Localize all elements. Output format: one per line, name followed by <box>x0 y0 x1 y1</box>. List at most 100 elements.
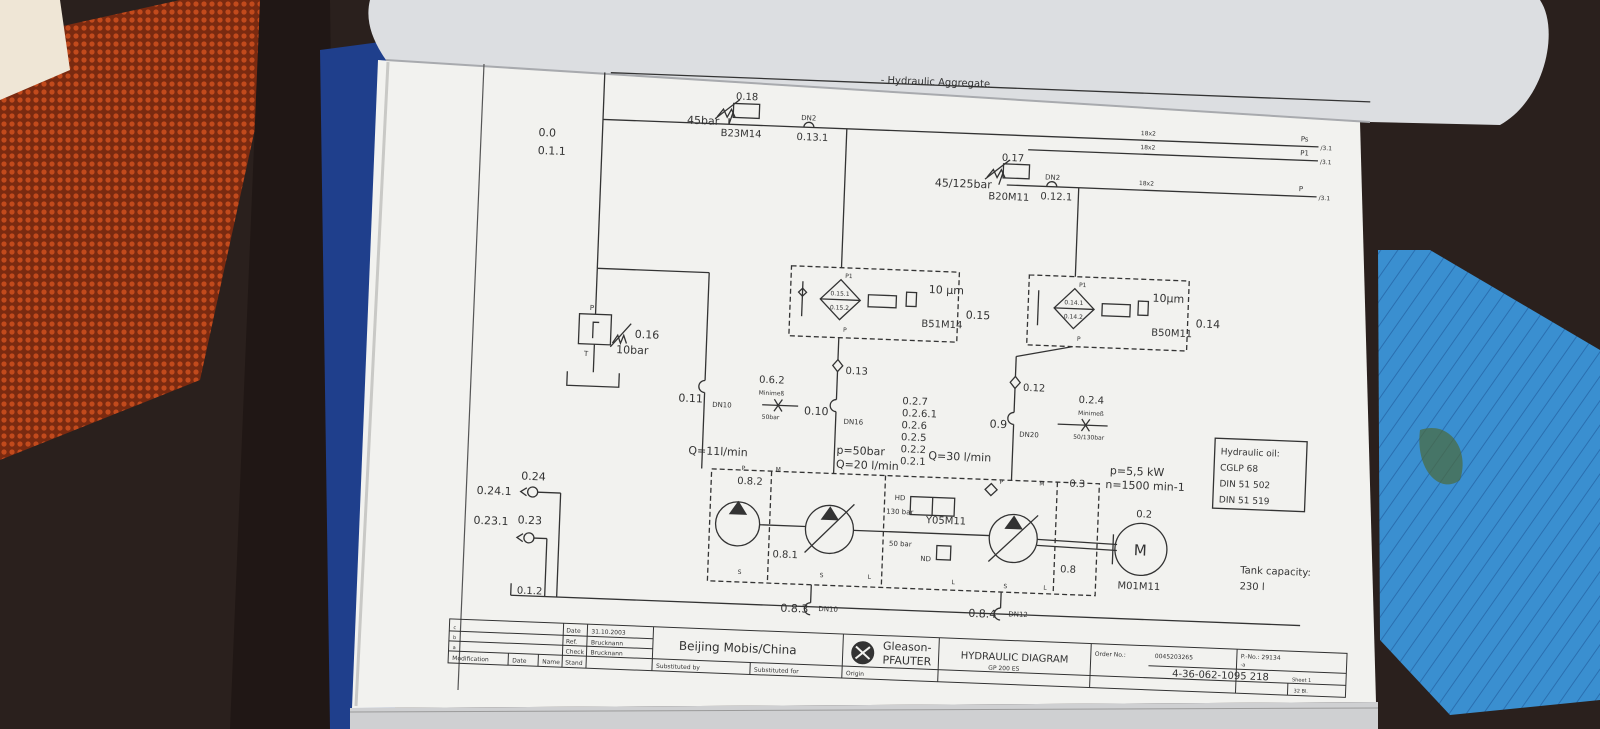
hose-0-10 <box>829 398 837 413</box>
svg-text:45bar: 45bar <box>687 114 720 128</box>
svg-text:S: S <box>738 569 742 576</box>
svg-text:S: S <box>1003 583 1007 590</box>
svg-text:0.2: 0.2 <box>1136 509 1152 521</box>
motor-power: p=5,5 kW <box>1110 464 1165 479</box>
svg-text:0.1.2: 0.1.2 <box>517 585 543 597</box>
svg-text:0.16: 0.16 <box>635 328 660 342</box>
svg-text:0.2.1: 0.2.1 <box>900 456 926 468</box>
svg-text:P: P <box>999 479 1003 486</box>
section-0-0: 0.0 <box>538 126 556 140</box>
flow-q3: Q=30 l/min <box>928 449 991 464</box>
svg-text:S: S <box>820 572 824 579</box>
svg-text:0.2.7: 0.2.7 <box>902 396 928 408</box>
svg-text:DN10: DN10 <box>818 605 838 614</box>
svg-text:-a: -a <box>1240 662 1245 668</box>
svg-text:ND: ND <box>920 555 931 563</box>
svg-text:0.18: 0.18 <box>736 92 759 104</box>
pressure-switch-0-18: 0.18 45bar B23M14 <box>687 92 762 141</box>
svg-text:50 bar: 50 bar <box>889 540 912 549</box>
svg-text:Minimeß: Minimeß <box>758 390 784 398</box>
svg-text:Date: Date <box>512 657 527 665</box>
svg-text:Minimeß: Minimeß <box>1078 410 1104 418</box>
title-block: c b a Date 31.10.2003 Ref. Brucknann Che… <box>447 618 1348 698</box>
svg-text:10µm: 10µm <box>1152 292 1184 306</box>
svg-text:L: L <box>867 574 871 581</box>
svg-text:Modification: Modification <box>452 655 489 663</box>
svg-text:Brucknann: Brucknann <box>591 639 624 647</box>
svg-text:Hydraulic oil:: Hydraulic oil: <box>1220 447 1279 459</box>
svg-text:0.24.1: 0.24.1 <box>476 484 511 498</box>
electric-motor-m01m11: M 0.2 M01M11 <box>1111 509 1168 593</box>
pump-unit: Y05M11 HD 130 bar ND 50 bar 0.8.2 0.8.1 … <box>706 465 1118 597</box>
company-line1: Gleason- <box>883 640 932 655</box>
svg-text:50/130bar: 50/130bar <box>1073 434 1105 442</box>
svg-text:P1: P1 <box>845 273 853 280</box>
hydraulic-oil-box: Hydraulic oil: CGLP 68 DIN 51 502 DIN 51… <box>1211 437 1308 513</box>
svg-text:0.2.6: 0.2.6 <box>901 420 927 432</box>
svg-text:Stand: Stand <box>565 659 583 667</box>
svg-text:CGLP 68: CGLP 68 <box>1220 463 1259 474</box>
svg-text:0.12: 0.12 <box>1023 383 1046 395</box>
svg-text:B23M14: B23M14 <box>720 128 761 141</box>
svg-text:P: P <box>1077 336 1081 343</box>
customer-name: Beijing Mobis/China <box>679 639 797 658</box>
svg-text:0.10: 0.10 <box>804 404 829 418</box>
svg-text:Date: Date <box>566 627 581 635</box>
tank-capacity-value: 230 l <box>1239 581 1264 593</box>
hose-0-8-3 <box>803 602 811 616</box>
svg-text:0.2.4: 0.2.4 <box>1078 395 1104 407</box>
svg-text:DIN 51 519: DIN 51 519 <box>1219 495 1270 507</box>
svg-text:0.23: 0.23 <box>517 513 542 527</box>
flow-q1: Q=11l/min <box>688 444 748 459</box>
svg-text:c: c <box>453 625 456 631</box>
check-valve-0-12 <box>1009 375 1022 390</box>
svg-text:DIN 51 502: DIN 51 502 <box>1219 479 1270 491</box>
orange-mesh-cloth <box>0 0 270 460</box>
svg-text:Order No.:: Order No.: <box>1095 651 1126 659</box>
tank-return-line <box>510 594 1301 627</box>
orifice-dn2-a <box>803 121 815 128</box>
svg-text:0.14.1: 0.14.1 <box>1064 299 1084 307</box>
svg-text:M: M <box>1039 480 1044 487</box>
svg-text:0.8.3: 0.8.3 <box>780 602 808 616</box>
svg-text:a: a <box>452 645 455 651</box>
svg-text:0.15.1: 0.15.1 <box>830 290 850 298</box>
svg-text:0.14: 0.14 <box>1195 317 1220 331</box>
svg-text:GP 200 ES: GP 200 ES <box>988 665 1020 673</box>
svg-text:P: P <box>742 465 746 472</box>
svg-text:0.13: 0.13 <box>845 366 868 378</box>
svg-text:M: M <box>776 466 781 473</box>
svg-text:0.8: 0.8 <box>1060 564 1076 576</box>
svg-text:Substituted for: Substituted for <box>754 667 799 676</box>
svg-text:18x2: 18x2 <box>1140 144 1155 152</box>
svg-text:M: M <box>1134 541 1148 559</box>
flow-q2: Q=20 l/min <box>836 458 899 473</box>
svg-text:0.23.1: 0.23.1 <box>473 514 508 528</box>
svg-text:18x2: 18x2 <box>1139 180 1154 188</box>
orifice-dn2-b <box>1046 181 1058 187</box>
tank-capacity-label: Tank capacity: <box>1239 565 1311 579</box>
svg-text:0.17: 0.17 <box>1002 153 1025 165</box>
svg-text:0.2.2: 0.2.2 <box>900 444 926 456</box>
svg-text:P1: P1 <box>1079 282 1087 289</box>
svg-text:L: L <box>1043 585 1047 592</box>
svg-text:B51M14: B51M14 <box>921 319 962 332</box>
valve-stack-ids: 0.2.7 0.2.6.1 0.2.6 0.2.5 0.2.2 0.2.1 <box>900 396 937 468</box>
section-0-1-1: 0.1.1 <box>538 144 566 158</box>
svg-text:DN16: DN16 <box>843 418 863 427</box>
svg-text:Substituted by: Substituted by <box>656 663 701 672</box>
svg-text:Sheet 1: Sheet 1 <box>1292 677 1311 684</box>
line-p1 <box>1028 149 1318 162</box>
svg-text:18x2: 18x2 <box>1141 130 1156 138</box>
line-ps <box>602 118 1319 148</box>
svg-text:P: P <box>590 304 595 312</box>
hose-0-11 <box>698 379 706 394</box>
pressure-switch-0-17: 0.17 45/125bar B20M11 <box>935 153 1031 204</box>
svg-text:10bar: 10bar <box>616 343 649 357</box>
drawing-number: 4-36-062-1095 218 <box>1172 669 1269 684</box>
svg-text:0.12.1: 0.12.1 <box>1040 191 1072 203</box>
svg-text:0.15.2: 0.15.2 <box>830 304 850 312</box>
svg-text:L: L <box>951 579 955 586</box>
svg-text:P: P <box>1299 185 1304 193</box>
